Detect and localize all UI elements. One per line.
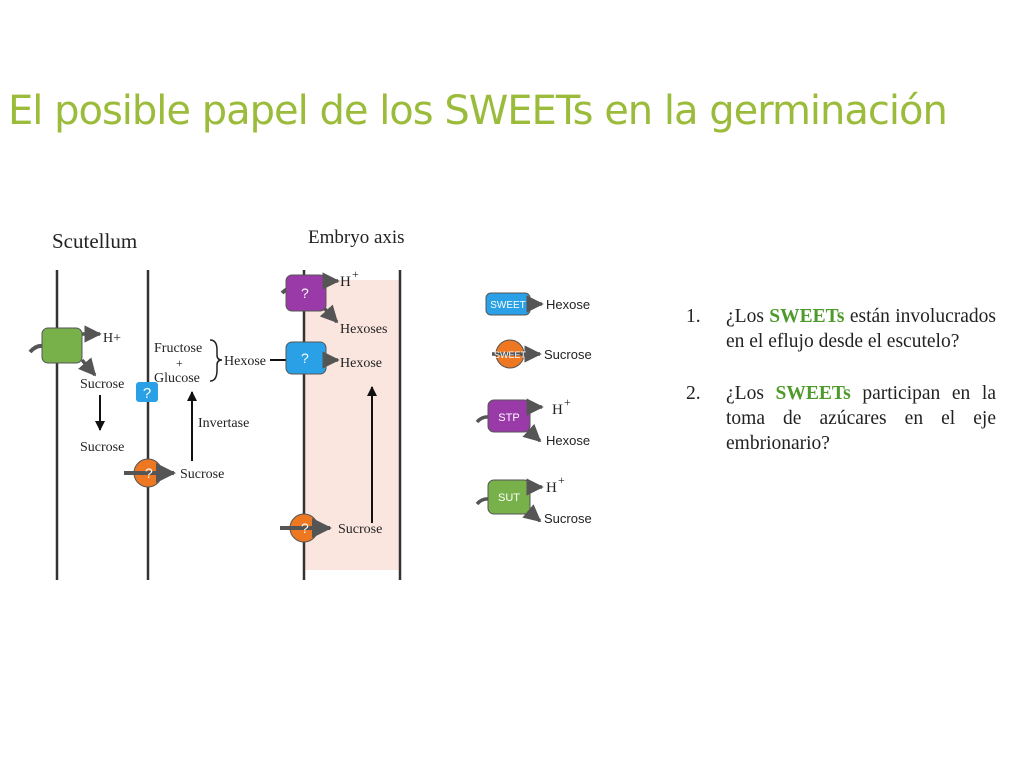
label-hexose-mid: Hexose (224, 354, 266, 369)
label-sucrose-a: Sucrose (80, 377, 124, 392)
legend-hexose-2: Hexose (546, 433, 590, 448)
question-text: participan en la toma de azúcares en el … (726, 383, 997, 454)
question-number: 1. (686, 306, 701, 327)
label-plus: + (176, 356, 183, 370)
legend-stp (475, 398, 544, 443)
label-h-plus-left: H+ (103, 331, 121, 346)
legend-sweet-box-label: SWEET (490, 300, 526, 311)
question-item-2: 2. ¿Los SWEETs participan en la toma de … (686, 381, 996, 456)
legend-sucrose-2: Sucrose (544, 511, 592, 526)
question-badge-blue (136, 382, 158, 402)
green-transporter (28, 325, 102, 377)
blue-transporter-embryo (285, 341, 340, 375)
orange-transporter-embryo-mark: ? (301, 520, 309, 536)
question-badge-blue-mark: ? (143, 385, 151, 402)
label-h-top: H (340, 274, 351, 290)
sugar-transport-diagram: Scutellum Embryo axis H+ Sucrose Sucrose… (28, 227, 592, 580)
question-list: 1. ¿Los SWEETs están involucrados en el … (686, 304, 996, 483)
question-text: están involucrados en el eflujo desde el… (726, 306, 996, 352)
label-sucrose-bottom: Sucrose (338, 522, 382, 537)
slide-title: El posible papel de los SWEETs en la ger… (8, 88, 948, 134)
label-glucose: Glucose (154, 371, 200, 386)
label-h-top-plus: + (352, 267, 359, 281)
label-sucrose-mid: Sucrose (180, 467, 224, 482)
question-number: 2. (686, 383, 701, 404)
bracket-hexose (209, 339, 223, 382)
legend-sweet-hexose (485, 292, 544, 316)
legend-sweet-sucrose (492, 339, 542, 369)
embryo-axis-label: Embryo axis (308, 227, 405, 248)
orange-transporter-scutellum-mark: ? (145, 465, 153, 481)
legend-sut-label: SUT (498, 492, 520, 504)
purple-transporter-embryo-mark: ? (301, 285, 309, 301)
legend-sweet-circle-label: SWEET (494, 350, 527, 360)
legend-hexose-1: Hexose (546, 297, 590, 312)
question-lead: ¿Los (726, 306, 764, 327)
question-highlight: SWEETs (775, 383, 851, 404)
label-sucrose-b: Sucrose (80, 440, 124, 455)
legend-h-sut: H (546, 480, 557, 496)
question-lead: ¿Los (726, 383, 764, 404)
legend-stp-label: STP (498, 412, 519, 424)
legend-sut (475, 478, 544, 523)
question-item-1: 1. ¿Los SWEETs están involucrados en el … (686, 304, 996, 354)
legend-h-stp-plus: + (564, 395, 571, 409)
purple-transporter-embryo (280, 272, 340, 324)
label-hexose-blue: Hexose (340, 356, 382, 371)
orange-transporter-embryo (280, 513, 332, 543)
legend-sucrose-1: Sucrose (544, 347, 592, 362)
legend-h-stp: H (552, 402, 563, 418)
legend-h-sut-plus: + (558, 473, 565, 487)
orange-transporter-scutellum (124, 458, 176, 488)
scutellum-label: Scutellum (52, 229, 137, 253)
label-fructose: Fructose (154, 341, 202, 356)
question-highlight: SWEETs (769, 306, 845, 327)
label-hexoses: Hexoses (340, 322, 387, 337)
blue-transporter-embryo-mark: ? (301, 350, 309, 366)
label-invertase: Invertase (198, 416, 249, 431)
